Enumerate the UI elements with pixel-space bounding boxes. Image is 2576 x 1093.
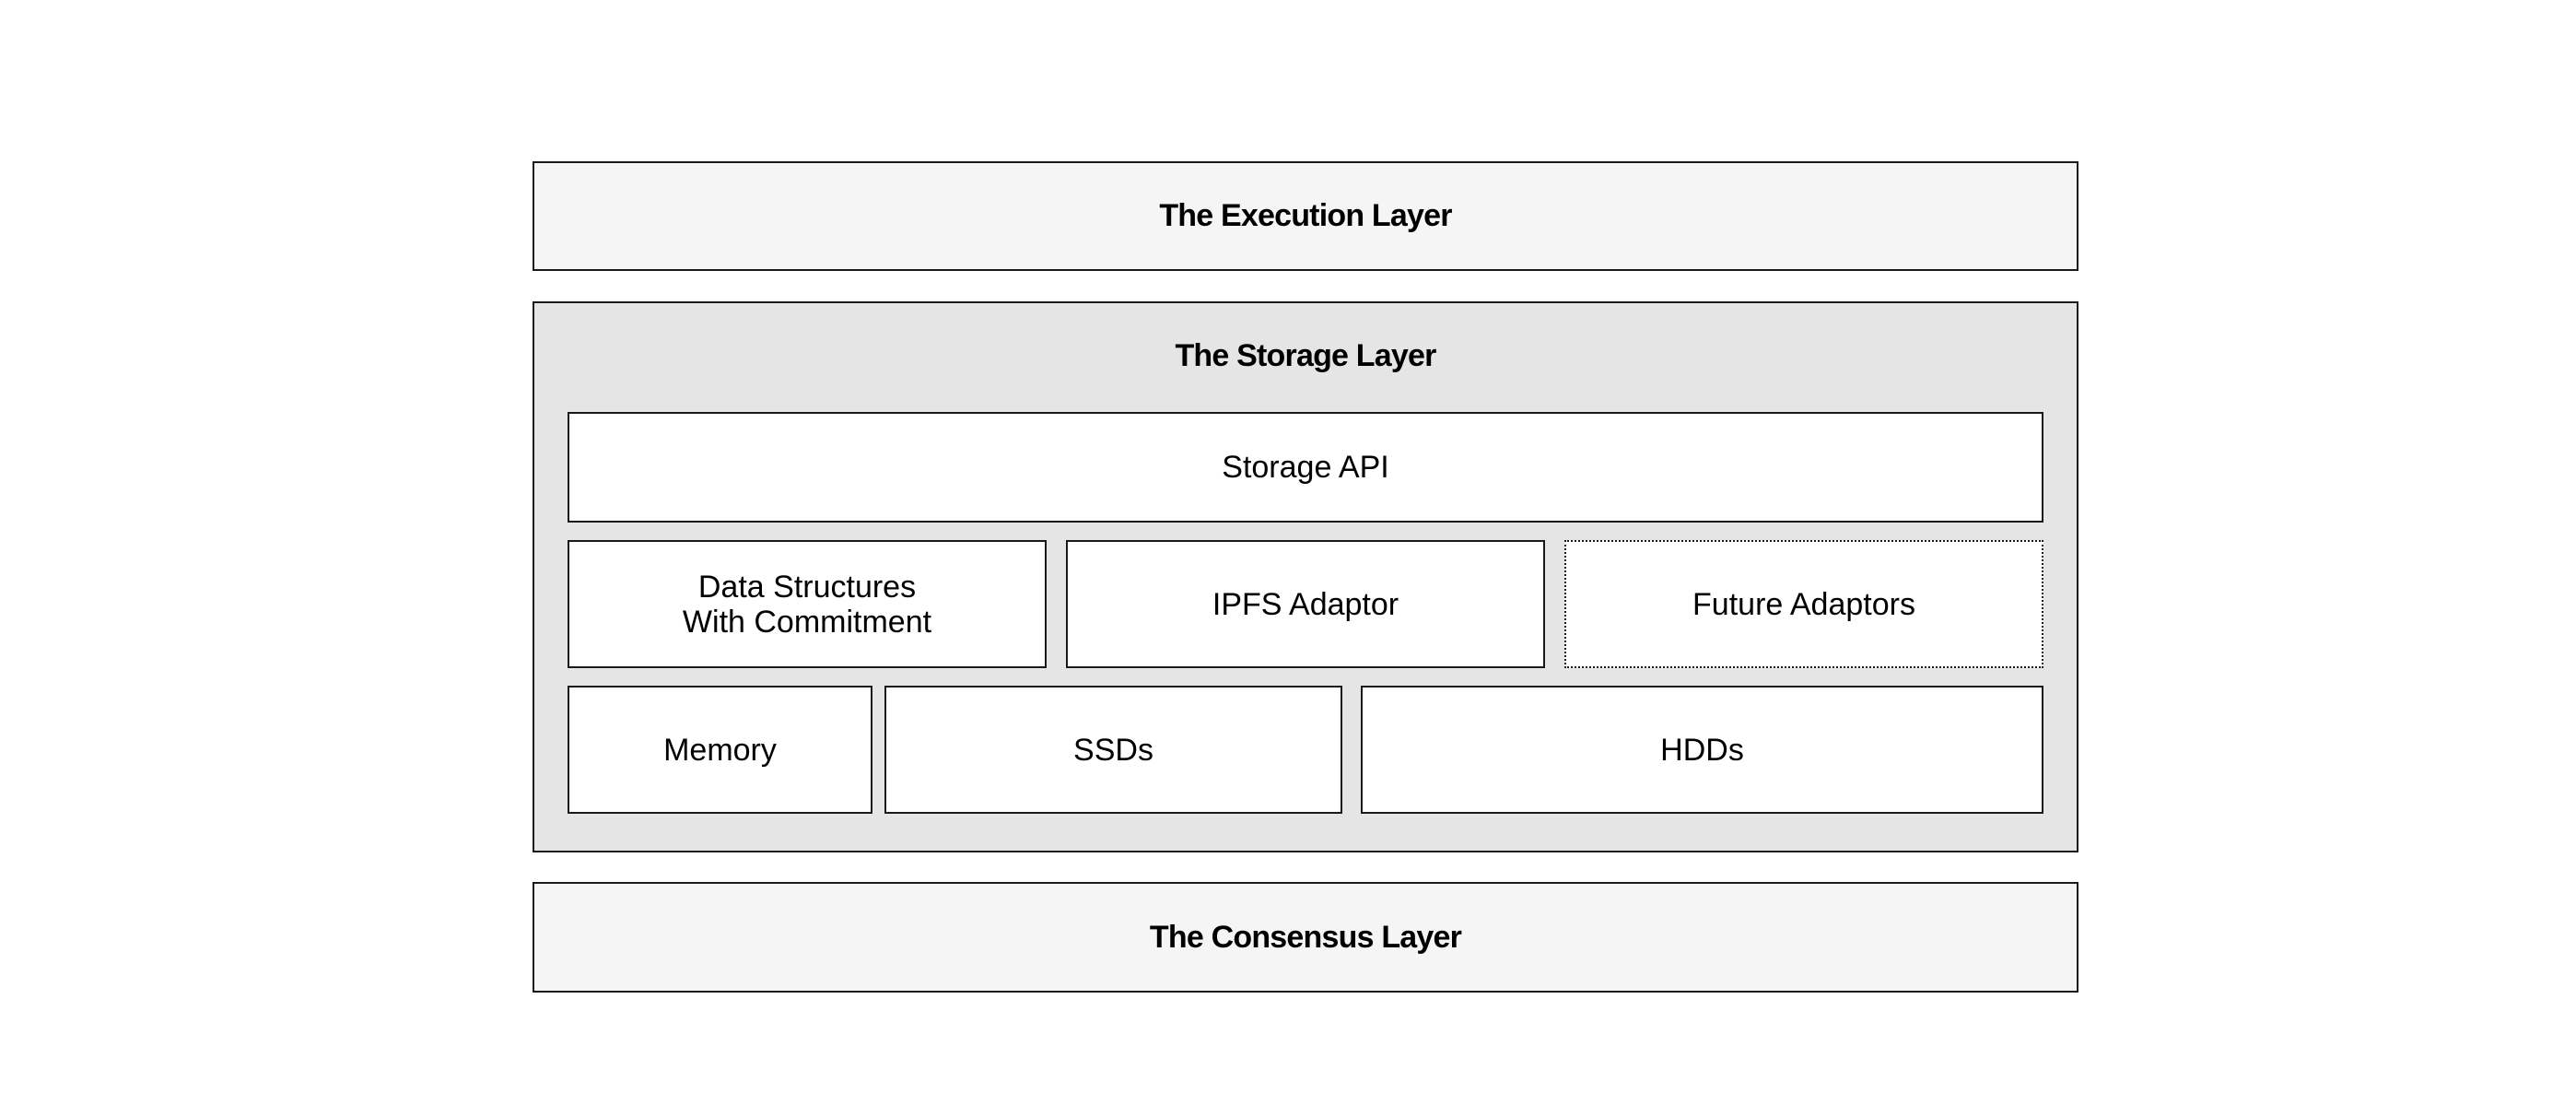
ssds-label: SSDs bbox=[1073, 732, 1153, 768]
ipfs-adaptor-box: IPFS Adaptor bbox=[1066, 540, 1545, 668]
ssds-box: SSDs bbox=[884, 686, 1342, 814]
memory-label: Memory bbox=[663, 732, 777, 768]
storage-api-label: Storage API bbox=[1222, 450, 1389, 485]
data-structures-line2: With Commitment bbox=[682, 604, 932, 640]
hdds-box: HDDs bbox=[1361, 686, 2043, 814]
hdds-label: HDDs bbox=[1660, 732, 1744, 768]
execution-layer-label: The Execution Layer bbox=[1159, 198, 1452, 233]
consensus-layer-label: The Consensus Layer bbox=[1149, 919, 1462, 955]
data-structures-box: Data Structures With Commitment bbox=[568, 540, 1047, 668]
execution-layer-box: The Execution Layer bbox=[533, 161, 2078, 271]
ipfs-adaptor-label: IPFS Adaptor bbox=[1212, 586, 1399, 622]
consensus-layer-box: The Consensus Layer bbox=[533, 882, 2078, 993]
future-adaptors-label: Future Adaptors bbox=[1692, 586, 1915, 622]
data-structures-label: Data Structures With Commitment bbox=[683, 570, 931, 640]
future-adaptors-box: Future Adaptors bbox=[1564, 540, 2043, 668]
storage-api-box: Storage API bbox=[568, 412, 2043, 523]
storage-layer-label: The Storage Layer bbox=[1175, 338, 1436, 373]
data-structures-line1: Data Structures bbox=[697, 569, 917, 605]
memory-box: Memory bbox=[568, 686, 872, 814]
